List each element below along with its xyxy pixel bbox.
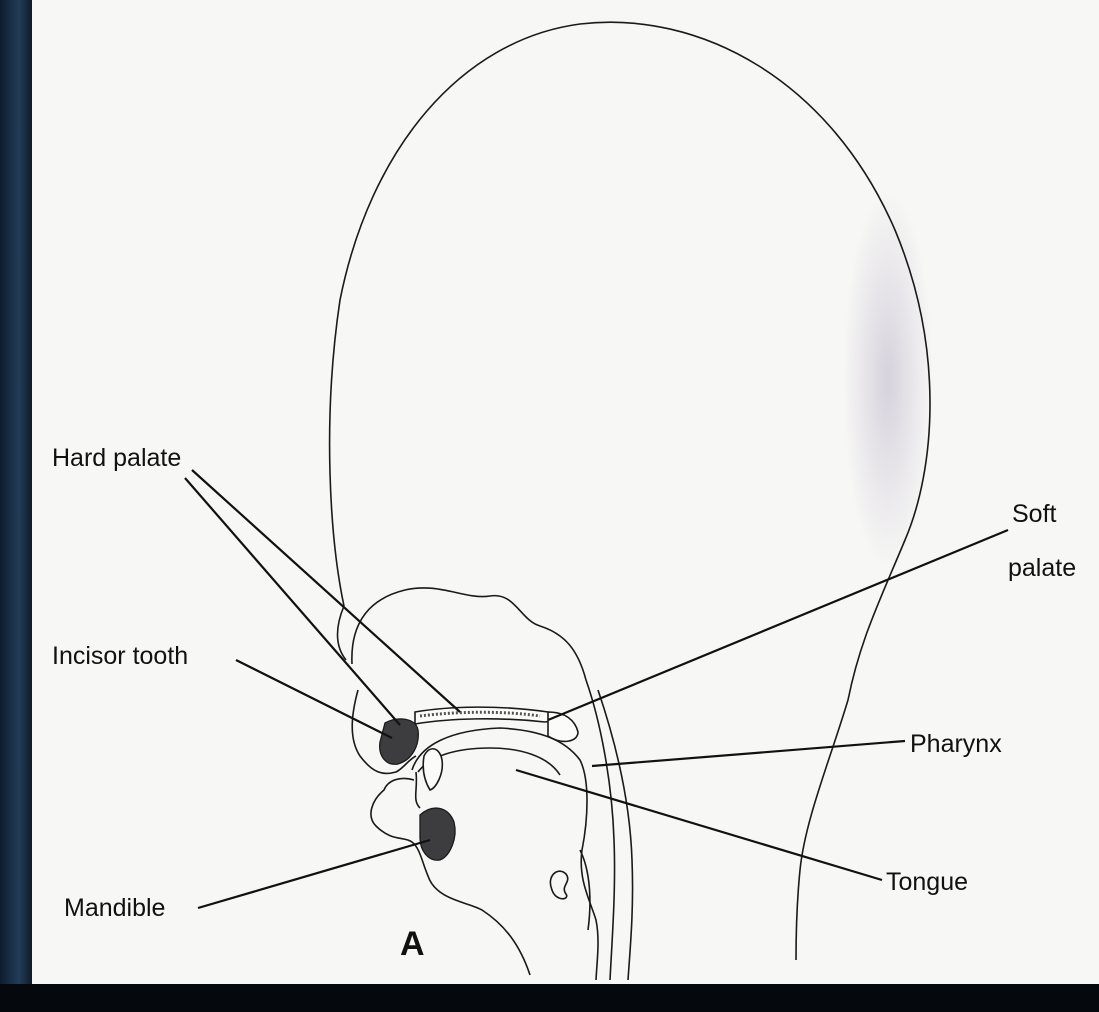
skull-shading [843, 190, 933, 570]
label-pharynx: Pharynx [910, 730, 1002, 758]
label-tongue: Tongue [886, 868, 968, 896]
pharynx-leader [592, 741, 905, 766]
face-profile [338, 606, 347, 660]
soft-palate-leader [548, 530, 1008, 720]
label-mandible: Mandible [64, 894, 165, 922]
tongue-leader [516, 770, 882, 880]
hard-palate-leader-2 [192, 470, 460, 712]
figure-letter: A [400, 925, 425, 963]
pharynx-wall-back [598, 690, 633, 980]
label-hard-palate: Hard palate [52, 444, 181, 472]
hard-palate-bar [415, 707, 551, 724]
hyoid-loop [550, 871, 567, 899]
label-soft-palate-2: palate [1008, 554, 1076, 582]
pharynx-wall-front [586, 680, 615, 980]
soft-palate-shape [548, 712, 578, 741]
mandible-shape [420, 808, 455, 860]
lip-notch [416, 772, 420, 808]
lower-incisor [423, 749, 442, 790]
lower-lip [371, 778, 530, 975]
incisor-tooth-leader [236, 660, 392, 738]
nasal-contour [352, 588, 586, 680]
mandible-leader [198, 840, 430, 908]
label-soft-palate-1: Soft [1012, 500, 1057, 528]
label-incisor-tooth: Incisor tooth [52, 642, 188, 670]
